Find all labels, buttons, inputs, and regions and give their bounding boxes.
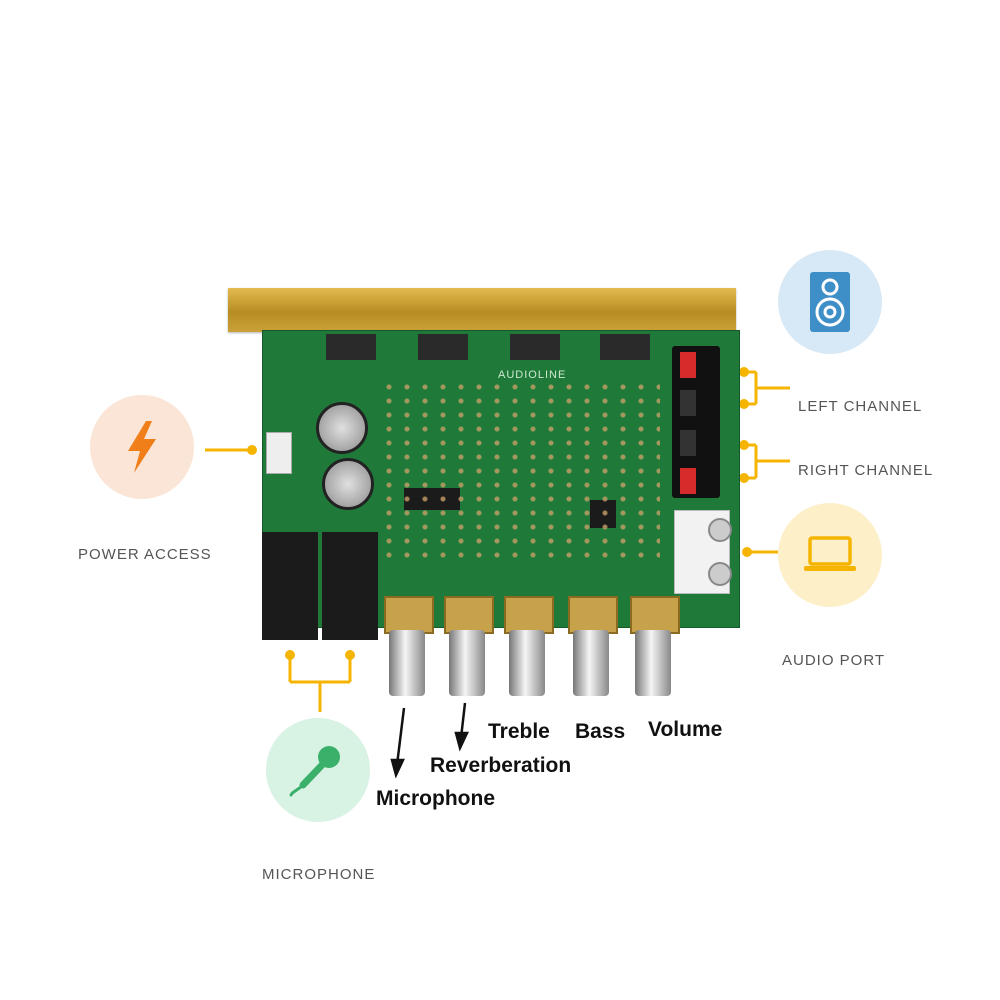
knob-pot: [384, 596, 434, 634]
power-ic: [418, 334, 468, 360]
power-ic: [510, 334, 560, 360]
knob-label-microphone: Microphone: [376, 787, 495, 810]
knob-pot: [568, 596, 618, 634]
mic-jack: [262, 532, 318, 640]
knob-pot: [444, 596, 494, 634]
power-connector: [266, 432, 292, 474]
board-silkscreen: AUDIOLINE: [498, 369, 567, 381]
knob-shaft: [389, 630, 425, 696]
speaker-icon: [810, 272, 850, 332]
power-icon-circle: [90, 395, 194, 499]
power-access-label: POWER ACCESS: [78, 546, 212, 563]
terminal-black: [680, 390, 696, 416]
knob-pot: [504, 596, 554, 634]
microphone-label: MICROPHONE: [262, 866, 376, 883]
terminal-red: [680, 352, 696, 378]
terminal-black: [680, 430, 696, 456]
knob-label-volume: Volume: [648, 718, 723, 741]
mic-jack: [322, 532, 378, 640]
terminal-red: [680, 468, 696, 494]
knob-label-bass: Bass: [575, 720, 626, 743]
right-channel-label: RIGHT CHANNEL: [798, 462, 934, 479]
knob-label-reverberation: Reverberation: [430, 754, 572, 777]
heatsink: [228, 288, 736, 332]
audio-port-icon-circle: [778, 503, 882, 607]
components: [380, 380, 660, 560]
knob-shaft: [635, 630, 671, 696]
speaker-icon-circle: [778, 250, 882, 354]
knob-shaft: [573, 630, 609, 696]
lightning-icon: [128, 421, 156, 473]
power-ic: [326, 334, 376, 360]
knob-shaft: [509, 630, 545, 696]
knob-pot: [630, 596, 680, 634]
microphone-icon-circle: [266, 718, 370, 822]
audio-port-label: AUDIO PORT: [782, 652, 886, 669]
knob-shaft: [449, 630, 485, 696]
capacitor: [322, 458, 374, 510]
power-ic: [600, 334, 650, 360]
microphone-icon: [289, 746, 340, 797]
rca-jack: [708, 518, 732, 542]
rca-jack: [708, 562, 732, 586]
knob-label-treble: Treble: [488, 720, 550, 743]
left-channel-label: LEFT CHANNEL: [798, 398, 923, 415]
capacitor: [316, 402, 368, 454]
laptop-icon: [804, 536, 856, 571]
